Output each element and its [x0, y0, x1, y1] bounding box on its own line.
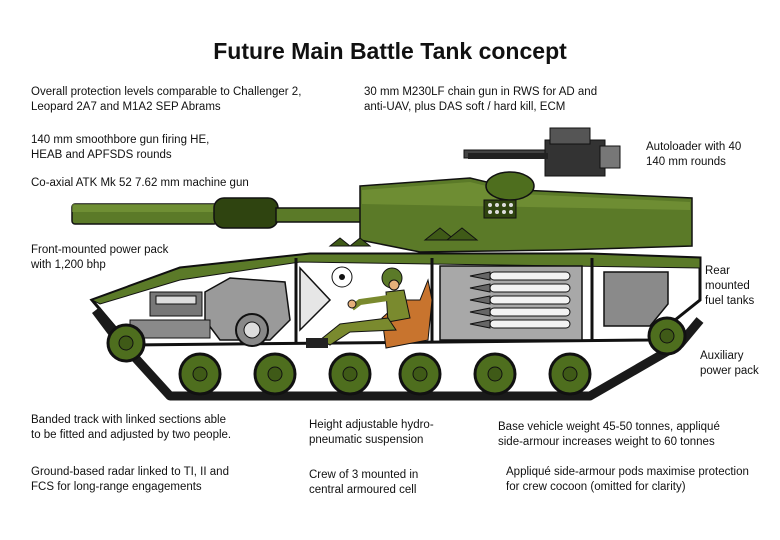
road-wheel-icon: [253, 352, 297, 396]
label-weight: Base vehicle weight 45-50 tonnes, appliq…: [498, 421, 720, 448]
crew-member: [306, 267, 433, 349]
road-wheel-icon: [328, 352, 372, 396]
label-crew: Crew of 3 mounted in central armoured ce…: [309, 469, 419, 496]
engine-icon: [129, 277, 291, 347]
autoloader-magazine: [439, 265, 583, 341]
label-power-pack: Front-mounted power pack with 1,200 bhp: [31, 244, 169, 271]
remote-weapon-station: [468, 127, 621, 177]
label-radar: Ground-based radar linked to TI, II and …: [31, 466, 229, 493]
road-wheel-icon: [178, 352, 222, 396]
label-chain-gun: 30 mm M230LF chain gun in RWS for AD and…: [364, 86, 598, 113]
label-side-armour: Appliqué side-armour pods maximise prote…: [506, 466, 749, 493]
label-aux-power: Auxiliary power pack: [700, 350, 759, 377]
road-wheels: [178, 352, 592, 396]
road-wheel-icon: [473, 352, 517, 396]
label-track: Banded track with linked sections able t…: [31, 414, 232, 441]
fuel-tank: [603, 271, 669, 327]
main-gun: [71, 197, 367, 229]
road-wheel-icon: [398, 352, 442, 396]
label-coaxial: Co-axial ATK Mk 52 7.62 mm machine gun: [31, 177, 249, 189]
label-fuel-tanks: Rear mounted fuel tanks: [705, 265, 755, 307]
road-wheel-icon: [548, 352, 592, 396]
label-autoloader: Autoloader with 40 140 mm rounds: [646, 141, 742, 168]
track: [92, 307, 704, 401]
radar-panel: [299, 266, 353, 332]
label-suspension: Height adjustable hydro- pneumatic suspe…: [309, 419, 434, 446]
smoke-discharger-icon: [483, 199, 517, 219]
diagram-title: Future Main Battle Tank concept: [213, 38, 567, 64]
label-protection: Overall protection levels comparable to …: [31, 86, 302, 113]
turret: [328, 149, 693, 253]
label-main-gun: 140 mm smoothbore gun firing HE, HEAB an…: [31, 134, 210, 161]
